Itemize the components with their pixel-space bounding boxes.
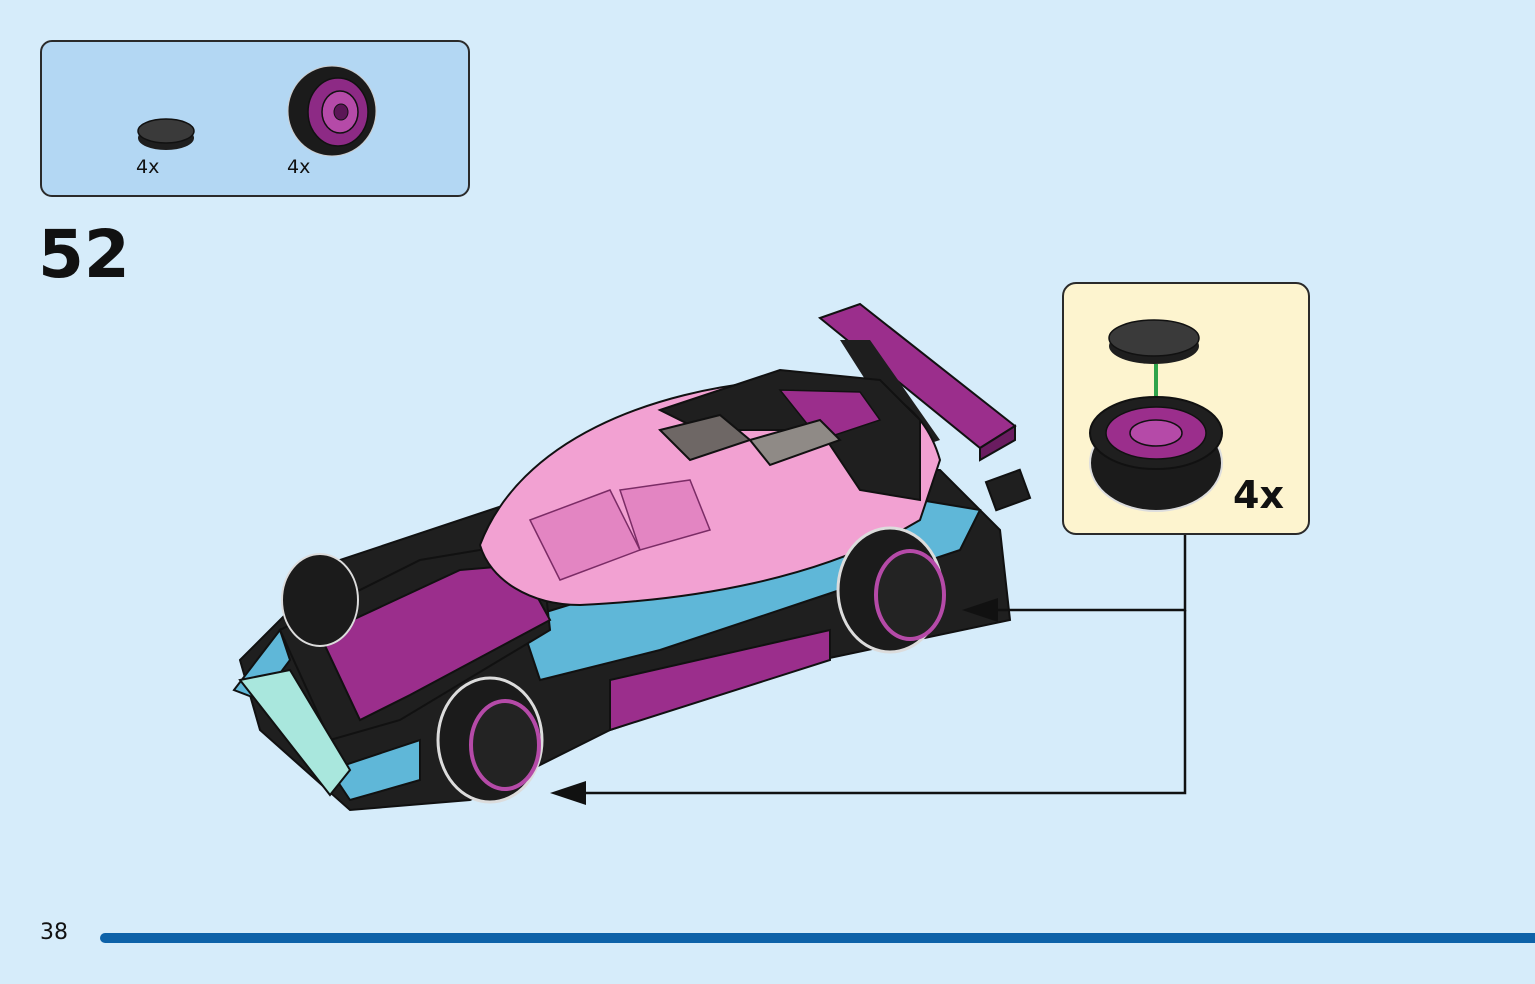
page-rule [100,933,1535,943]
tile-on-wheel-icon [1089,319,1223,512]
wheel-quantity: 4x [287,156,311,178]
parts-list-box: 4x 4x [40,40,470,197]
callout-quantity: 4x [1233,473,1284,517]
wheel-icon [287,65,377,157]
sub-assembly-callout: 4x [1062,282,1310,535]
page-number: 38 [40,920,68,945]
step-number: 52 [38,216,130,293]
round-tile-quantity: 4x [136,156,160,178]
car-model-illustration [232,302,1032,812]
round-tile-icon [137,118,195,150]
